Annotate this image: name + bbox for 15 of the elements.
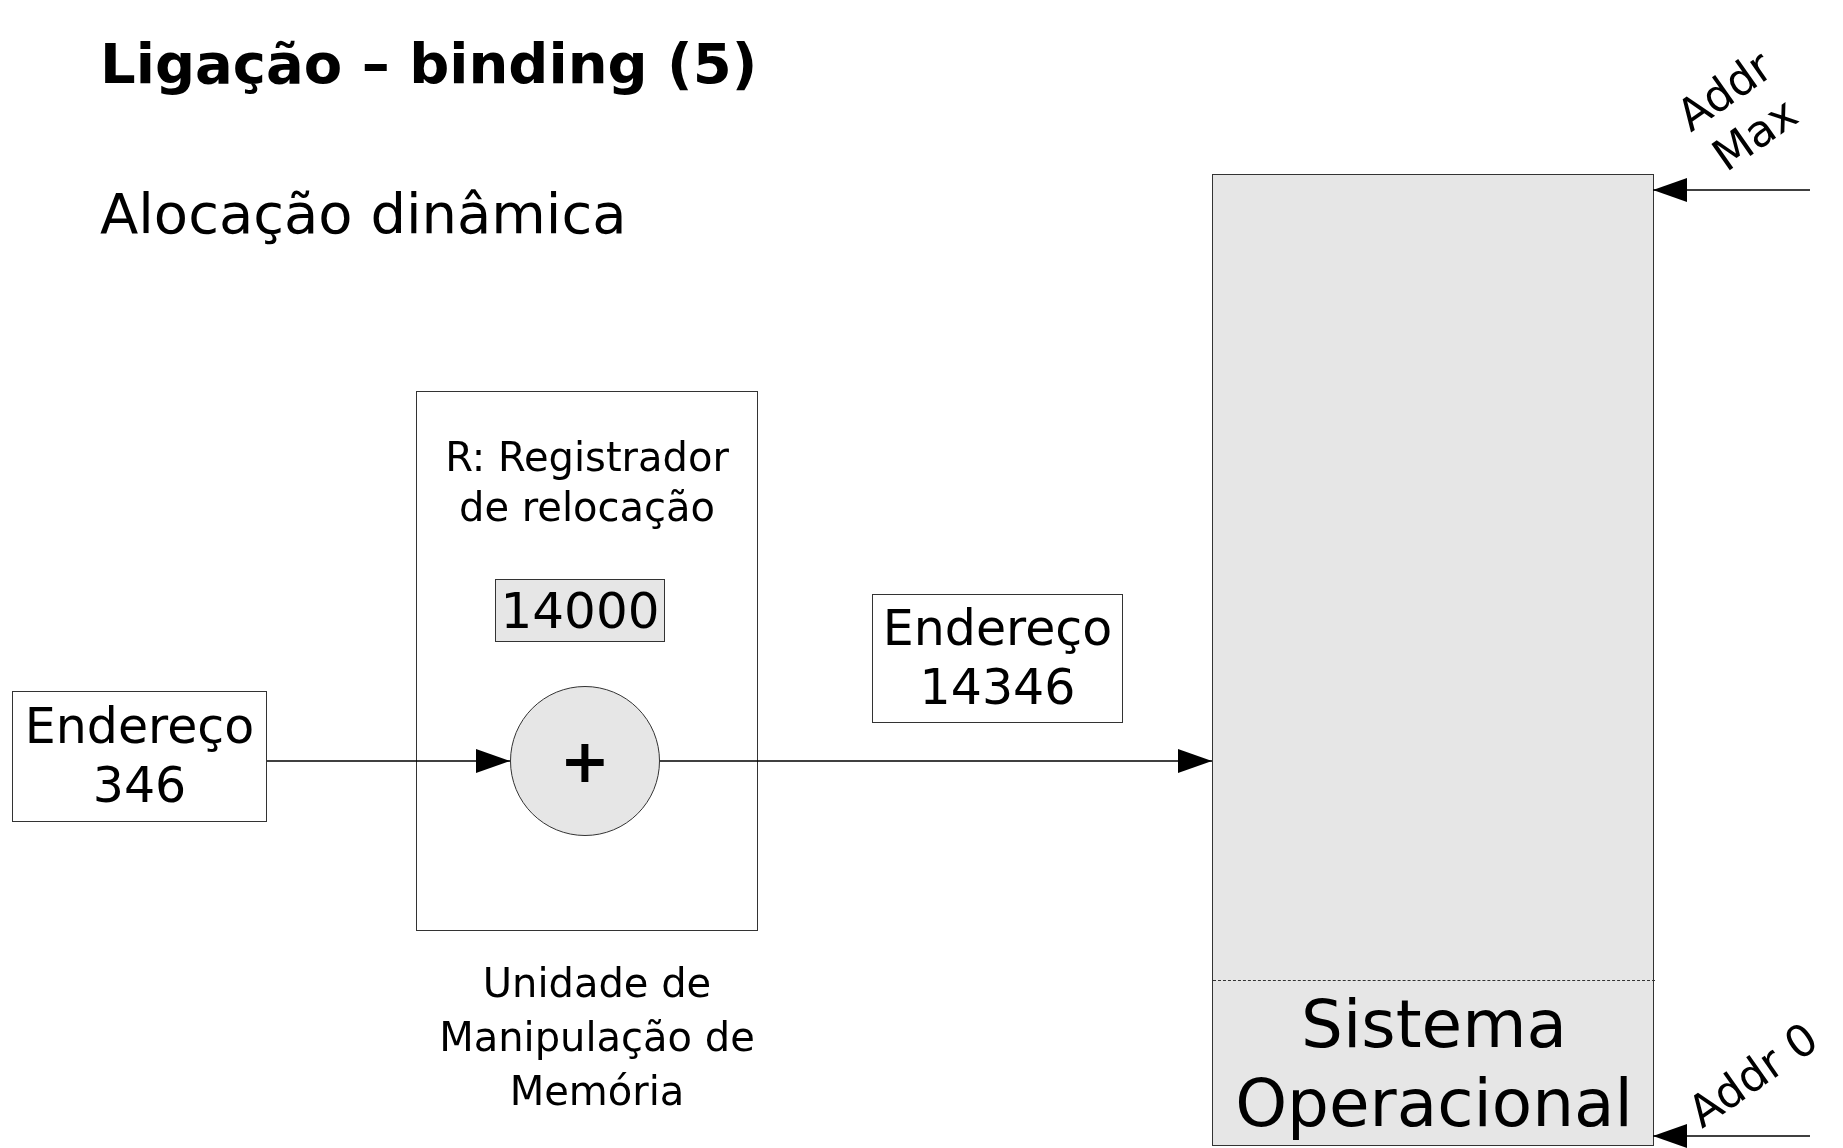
- arrow: [659, 749, 1213, 773]
- os-region: Sistema Operacional: [1213, 980, 1655, 1147]
- arrow: [266, 749, 511, 773]
- arrow: [1652, 1124, 1811, 1148]
- memory-block: [1212, 174, 1654, 1146]
- text-box: [416, 391, 758, 931]
- text-box: Endereço 346: [12, 691, 267, 822]
- unit-caption: Unidade de Manipulação de Memória: [438, 959, 756, 1116]
- arrow: [1652, 178, 1811, 202]
- subtitle: Alocação dinâmica: [100, 180, 627, 248]
- register-label: R: Registrador de relocação: [444, 433, 730, 532]
- text-box: Endereço 14346: [872, 594, 1123, 723]
- adder-circle: +: [510, 686, 660, 836]
- title: Ligação – binding (5): [100, 30, 758, 98]
- register-box: 14000: [495, 579, 665, 642]
